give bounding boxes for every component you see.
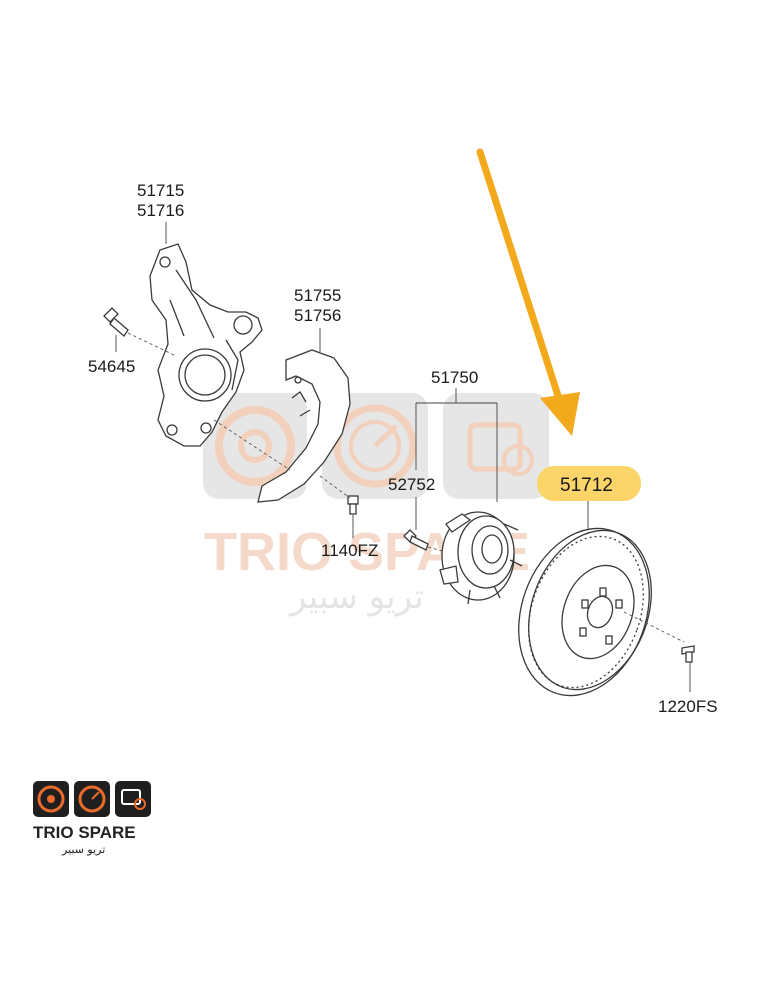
wheel-hub: [439, 511, 523, 605]
hub-bracket: [415, 388, 498, 502]
dust-shield: [213, 328, 351, 503]
watermark-box-right: [443, 393, 549, 499]
bolt-1140fz: [319, 475, 359, 538]
highlight-arrow: [476, 148, 580, 436]
label-1140fz: 1140FZ: [321, 541, 378, 560]
logo-tile-right: [115, 781, 151, 817]
label-1220fs: 1220FS: [658, 697, 718, 716]
logo: TRIO SPARE تريو سبير: [33, 781, 151, 856]
label-51715: 51715: [137, 181, 184, 200]
watermark-arabic: تريو سبير: [288, 577, 424, 617]
bolt-54645: [103, 307, 177, 357]
label-52752: 52752: [388, 475, 435, 494]
hub-bolt-52752: [403, 497, 447, 553]
highlight-pill: [537, 466, 641, 501]
logo-arabic: تريو سبير: [61, 843, 105, 856]
logo-brand: TRIO SPARE: [33, 823, 136, 842]
screw-1220fs: [681, 645, 695, 692]
label-51750: 51750: [431, 368, 478, 387]
label-51756: 51756: [294, 306, 341, 325]
steering-knuckle: [149, 222, 263, 447]
label-51755: 51755: [294, 286, 341, 305]
label-51716: 51716: [137, 201, 184, 220]
label-51712: 51712: [560, 475, 613, 496]
label-54645: 54645: [88, 357, 135, 376]
brake-disc: [518, 500, 685, 697]
